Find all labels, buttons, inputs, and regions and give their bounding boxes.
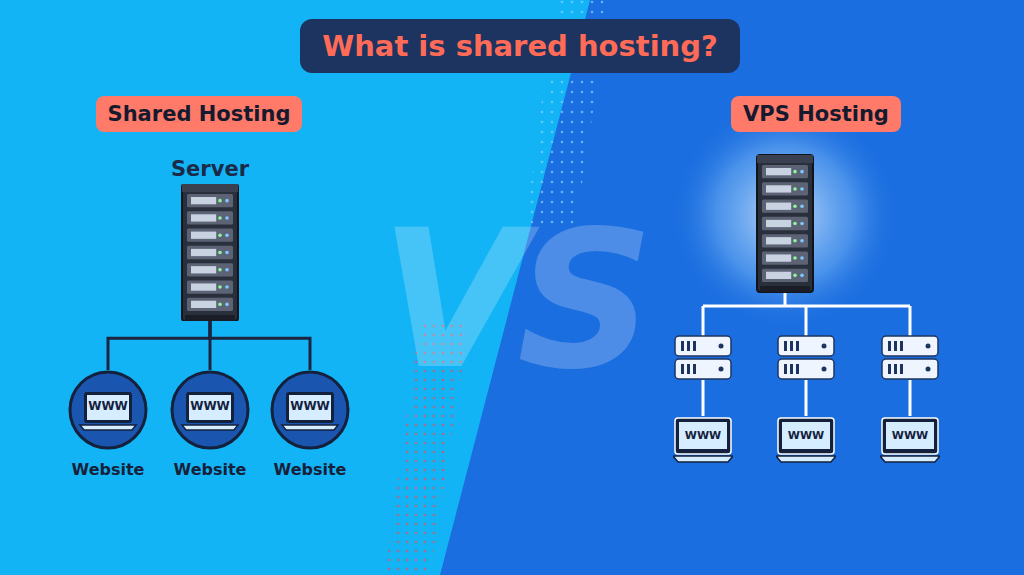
screen-text: WWW	[262, 399, 358, 413]
server-rack	[181, 184, 239, 321]
screen-text: WWW	[162, 399, 258, 413]
screen-text: WWW	[673, 429, 733, 442]
vps-tree	[703, 292, 910, 416]
vps-site-node: WWW	[776, 416, 836, 466]
server-rack	[757, 155, 813, 292]
connector	[210, 321, 310, 370]
server-node: Server	[160, 156, 260, 321]
website-node: WWW Website	[60, 370, 156, 480]
screen-text: WWW	[60, 399, 156, 413]
connector	[108, 321, 210, 370]
website-label: Website	[162, 460, 258, 480]
screen-text: WWW	[776, 429, 836, 442]
label-text: Shared Hosting	[108, 102, 291, 126]
website-node: WWW Website	[262, 370, 358, 480]
hosting-label: Shared Hosting	[96, 96, 303, 132]
website-node: WWW Website	[162, 370, 258, 480]
vps-site-node: WWW	[880, 416, 940, 466]
hosting-label: VPS Hosting	[731, 96, 901, 132]
website-label: Website	[262, 460, 358, 480]
title: What is shared hosting?	[300, 19, 740, 73]
label-text: VPS Hosting	[743, 102, 889, 126]
screen-text: WWW	[880, 429, 940, 442]
vs-watermark: VS	[380, 190, 644, 411]
server-label: Server	[160, 156, 260, 182]
website-label: Website	[60, 460, 156, 480]
vps-site-node: WWW	[673, 416, 733, 466]
virtual-servers	[675, 336, 938, 379]
